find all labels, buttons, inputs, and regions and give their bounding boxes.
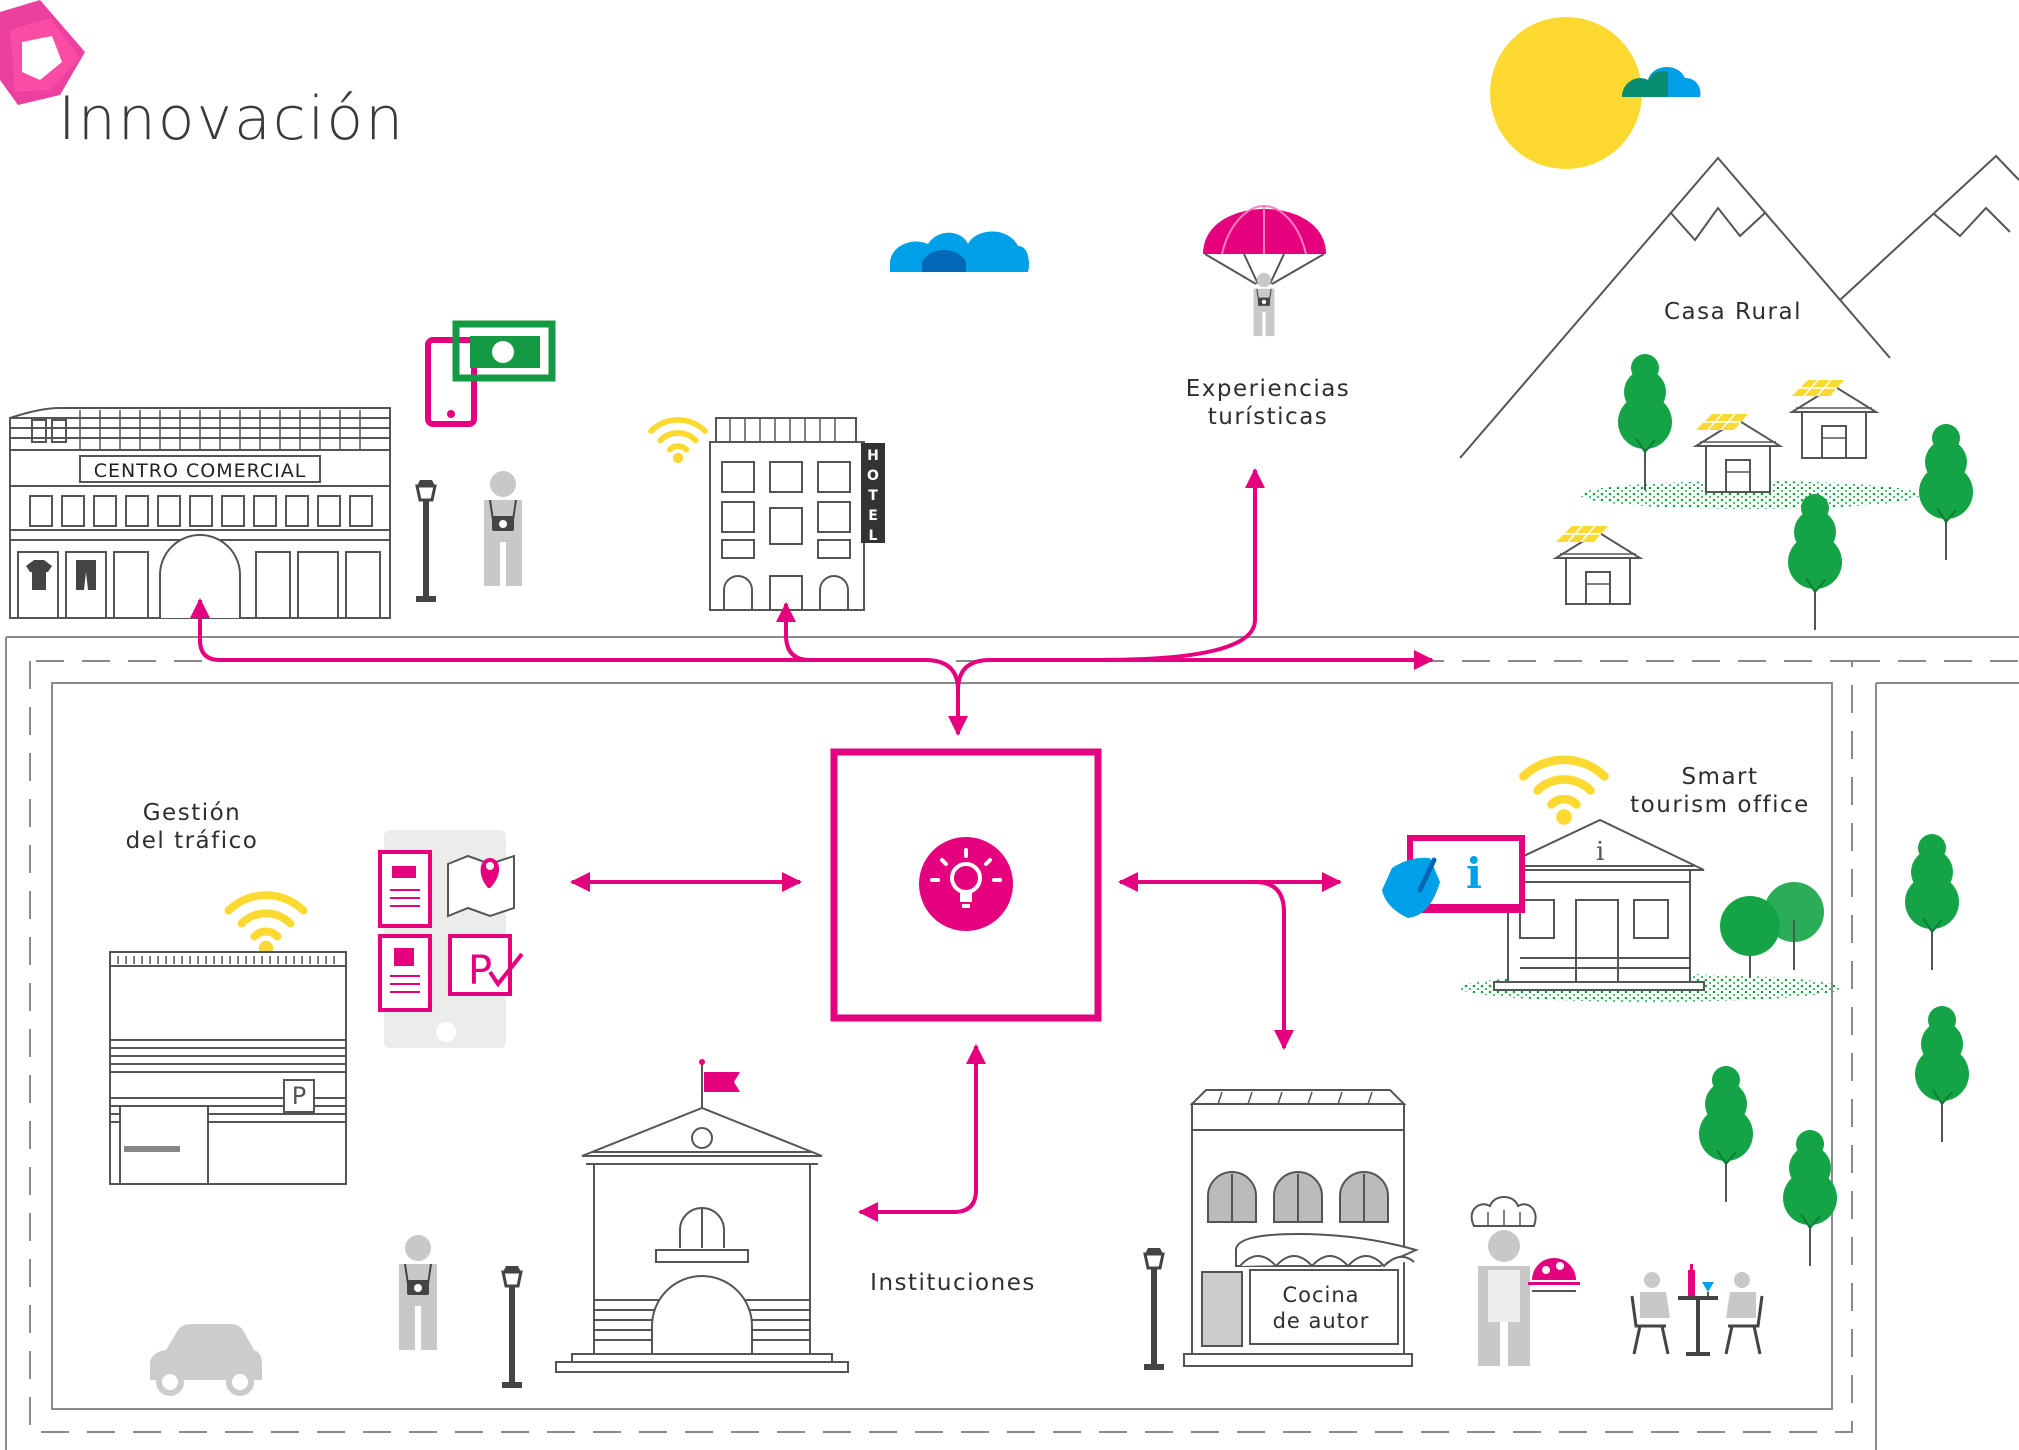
- svg-text:P: P: [468, 948, 492, 994]
- lightbulb-icon: [919, 837, 1013, 931]
- hotel-sign-e: E: [868, 508, 878, 524]
- cocina-label-line2: de autor: [1273, 1309, 1370, 1333]
- connection-arrows: [190, 468, 1434, 1222]
- street-lamp-icon: [414, 478, 438, 604]
- tourist-icon: [483, 470, 523, 587]
- tree-icon: [1720, 882, 1824, 978]
- smart-label-line1: Smart: [1681, 764, 1758, 790]
- tourist-icon: [398, 1234, 438, 1351]
- cloud-icon: [1622, 66, 1701, 97]
- car-icon: [150, 1324, 262, 1396]
- traffic-app-icon: P: [378, 830, 524, 1048]
- centro-comercial-sign: CENTRO COMERCIAL: [94, 460, 307, 482]
- wifi-icon: [229, 895, 304, 955]
- innovation-logo-icon: [0, 0, 85, 105]
- casa-rural-label: Casa Rural: [1664, 299, 1802, 325]
- sun-icon: [1490, 17, 1642, 169]
- hotel-sign-l: L: [869, 528, 878, 544]
- cocina-label-line1: Cocina: [1282, 1283, 1359, 1307]
- experiencias-label-line2: turísticas: [1208, 404, 1329, 430]
- chef-icon: [1470, 1196, 1537, 1366]
- page-title: Innovación: [58, 84, 406, 154]
- experiencias-label-line1: Experiencias: [1186, 376, 1351, 402]
- parking-icon: P: [292, 1082, 306, 1110]
- gestion-label-line2: del tráfico: [126, 828, 259, 854]
- gestion-label-line1: Gestión: [143, 800, 242, 826]
- smart-label-line2: tourism office: [1630, 792, 1810, 818]
- tree-icon: [1904, 833, 1960, 971]
- hotel-sign-t: T: [868, 488, 878, 504]
- street-lamp-icon: [500, 1264, 524, 1390]
- parachute-icon: [1203, 204, 1326, 337]
- hotel-sign-h: H: [867, 448, 879, 464]
- institution-building: [555, 1059, 849, 1373]
- hotel-building: [709, 417, 885, 611]
- shopping-center: [9, 407, 391, 619]
- hotel-sign-o: O: [867, 468, 879, 484]
- tree-icon: [1617, 353, 1673, 491]
- tree-icon: [1914, 1005, 1970, 1143]
- rural-houses: [1555, 379, 1920, 605]
- instituciones-label: Instituciones: [870, 1270, 1036, 1296]
- info-tablet-icon: i: [1382, 835, 1525, 918]
- dish-icon: [1528, 1258, 1580, 1292]
- cloud-icon: [889, 231, 1029, 272]
- mountains: [1459, 154, 2019, 459]
- tree-icon: [1782, 1129, 1838, 1267]
- tree-icon: [1918, 423, 1974, 561]
- dining-table-icon: [1630, 1264, 1764, 1356]
- wifi-icon: [651, 420, 705, 463]
- restaurant-building: [1183, 1089, 1419, 1367]
- svg-text:i: i: [1466, 849, 1482, 898]
- tree-icon: [1787, 493, 1843, 631]
- phone-payment-icon: [425, 320, 556, 427]
- parking-building: [109, 951, 347, 1185]
- wifi-icon: [1523, 760, 1604, 825]
- tourism-office-building: i: [1493, 818, 1705, 991]
- svg-text:i: i: [1596, 837, 1604, 867]
- tree-icon: [1698, 1065, 1754, 1203]
- street-lamp-icon: [1142, 1246, 1166, 1372]
